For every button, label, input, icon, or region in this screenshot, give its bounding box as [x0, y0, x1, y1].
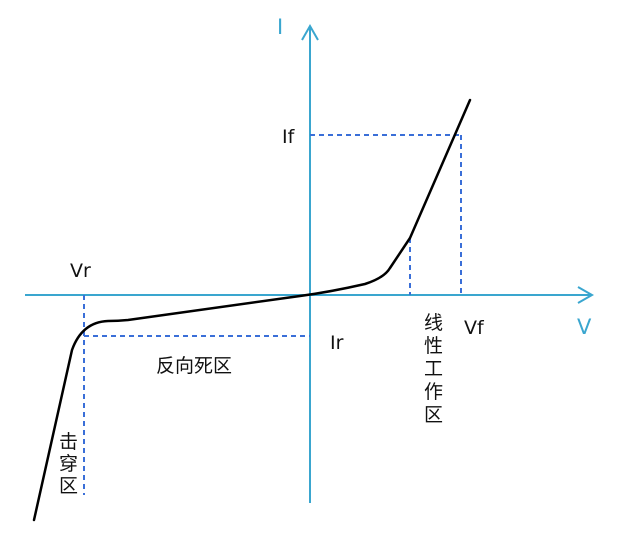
- linear-zone-char: 性: [424, 335, 443, 357]
- linear-zone-char: 作: [424, 381, 443, 403]
- breakdown-zone-char: 击: [59, 431, 78, 453]
- linear-zone-char: 区: [424, 404, 443, 426]
- v-axis-label: V: [577, 315, 592, 339]
- v-axis-arrowhead: [577, 286, 595, 304]
- iv-curve: [32, 98, 472, 522]
- linear-zone-char: 线: [424, 312, 443, 334]
- breakdown-zone-label: 击 穿 区: [59, 431, 78, 497]
- if-label: If: [282, 126, 296, 148]
- breakdown-zone-char: 区: [59, 475, 78, 497]
- vf-label: Vf: [464, 317, 485, 339]
- linear-zone-label: 线 性 工 作 区: [424, 312, 443, 426]
- linear-zone-char: 工: [424, 358, 443, 380]
- reverse-dead-zone-label: 反向死区: [156, 355, 232, 377]
- i-axis-label: I: [277, 15, 283, 39]
- ir-label: Ir: [330, 332, 344, 354]
- i-axis-arrowhead: [301, 23, 319, 41]
- breakdown-zone-char: 穿: [59, 453, 78, 475]
- vr-label: Vr: [70, 260, 91, 282]
